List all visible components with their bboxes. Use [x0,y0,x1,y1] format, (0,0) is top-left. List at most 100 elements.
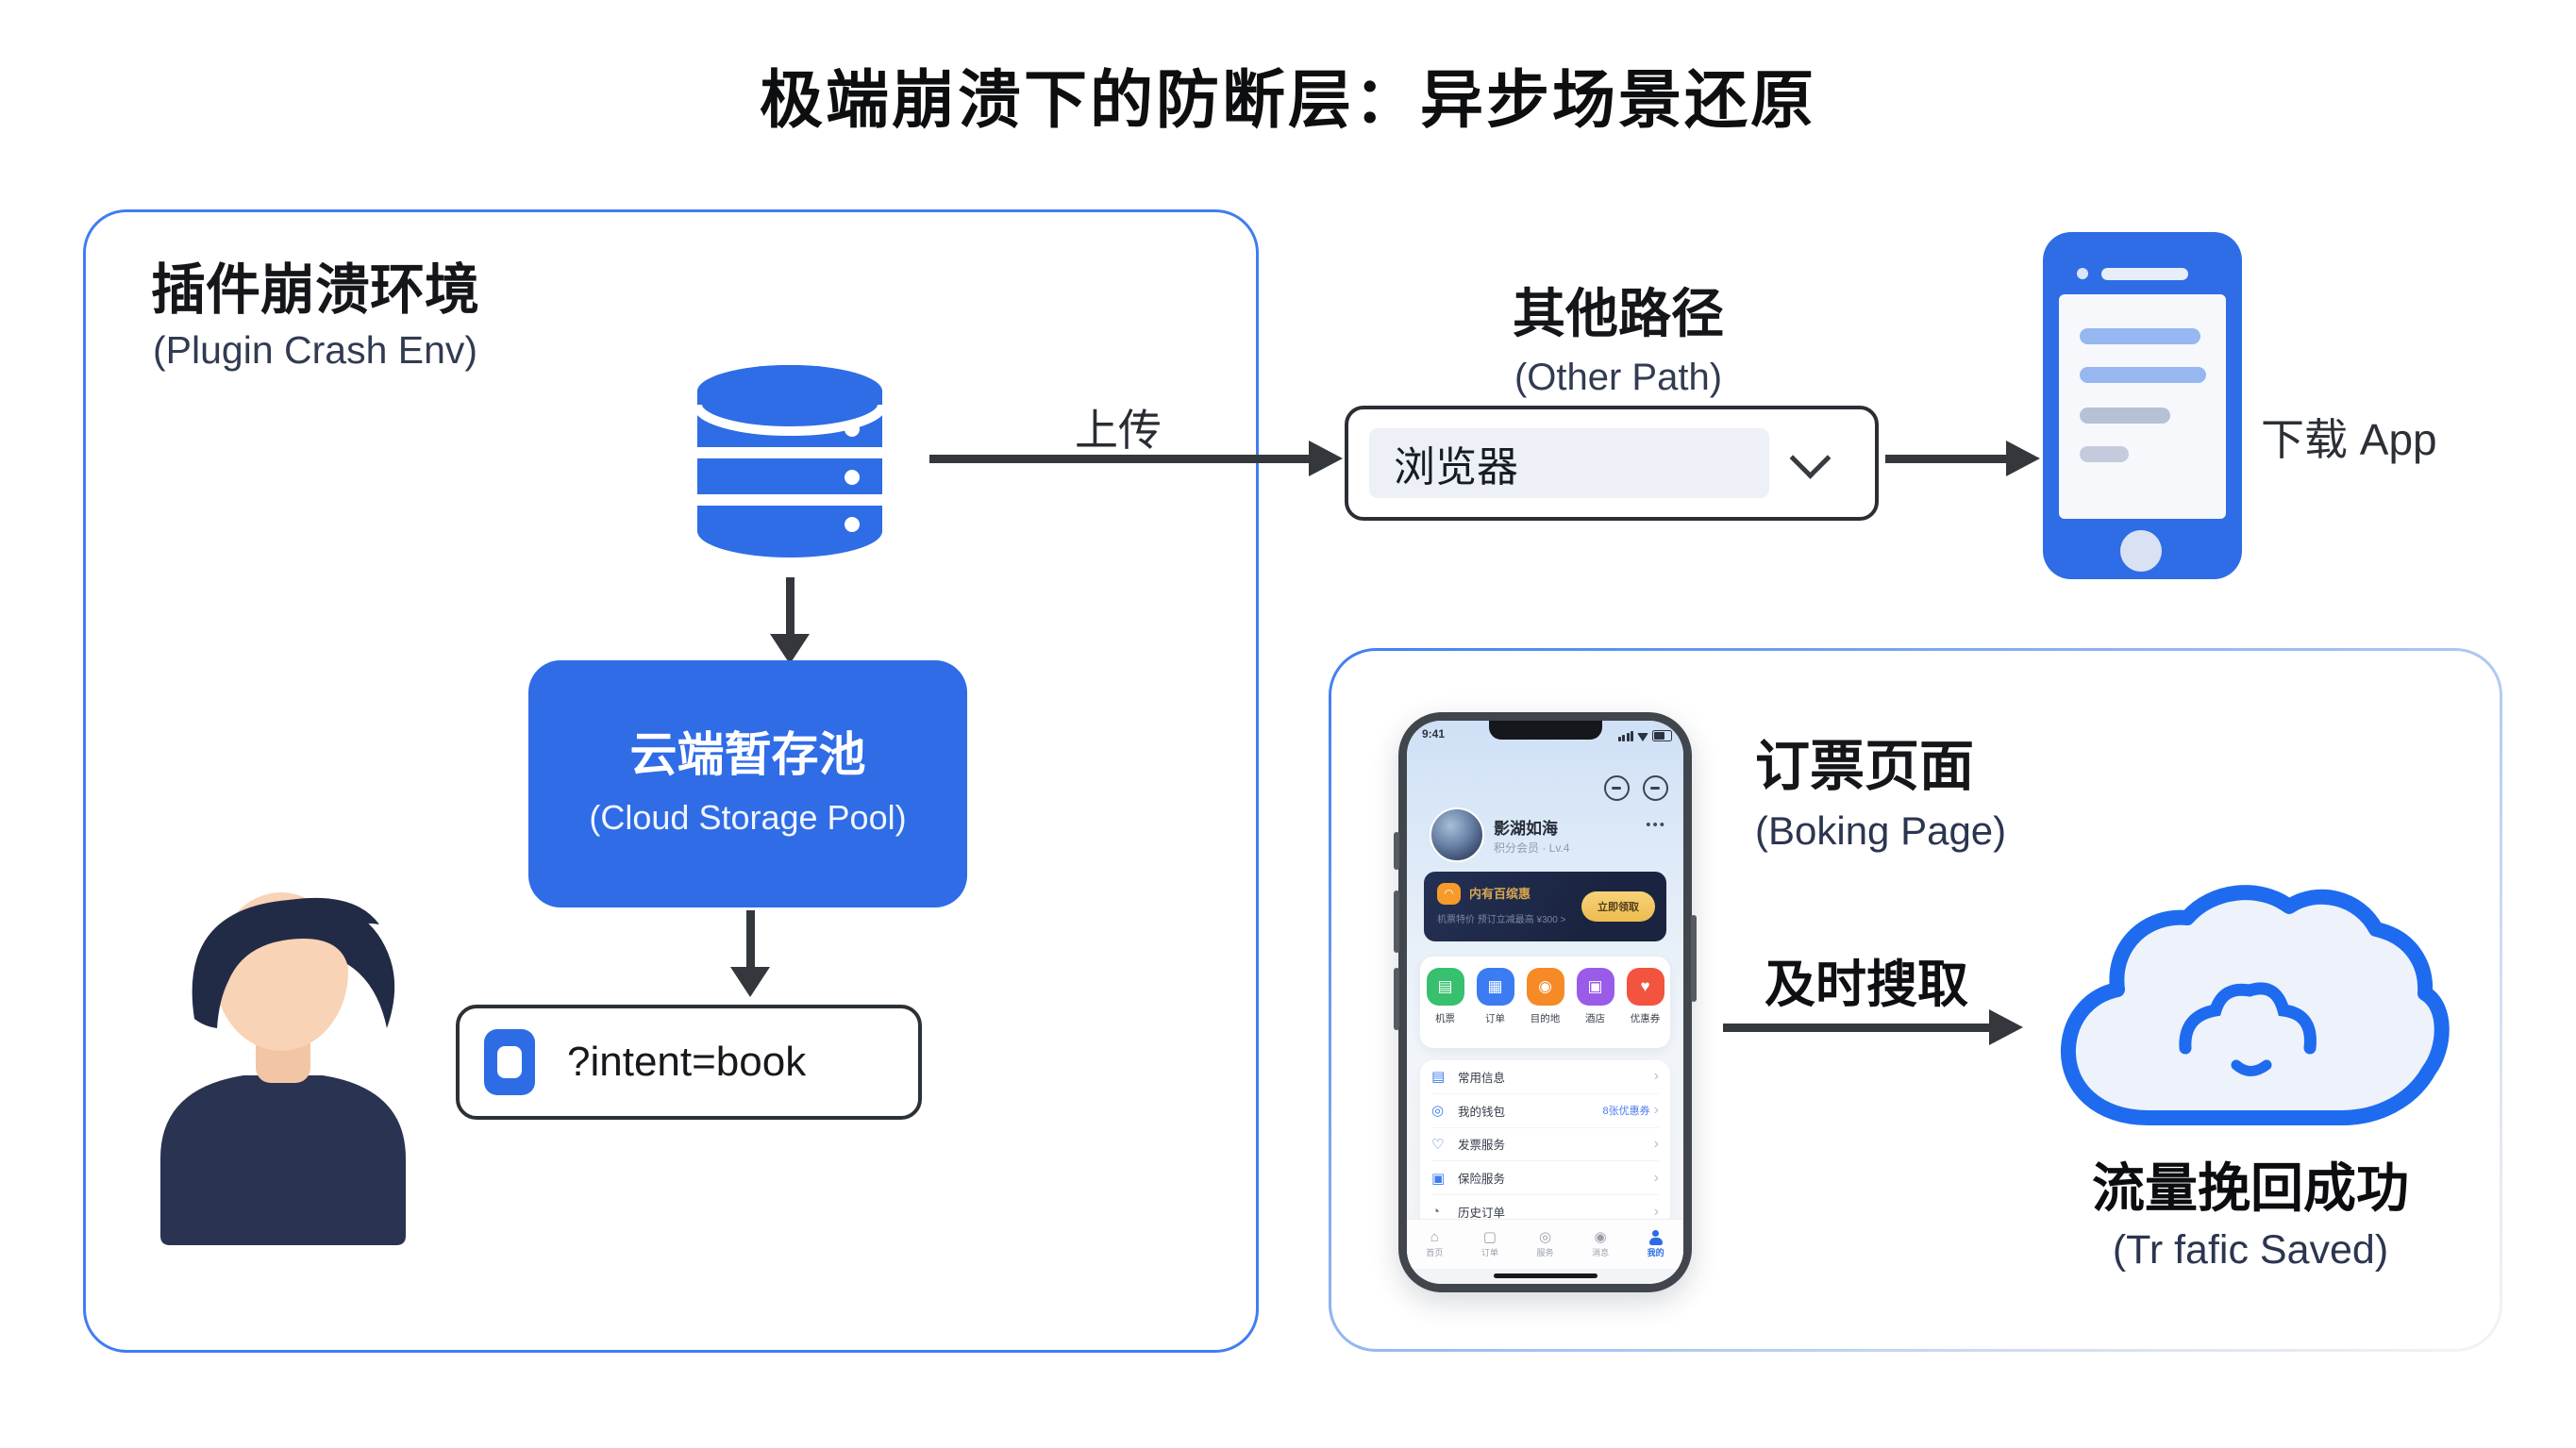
profile-name: 影湖如海 [1494,820,1558,838]
tab-profile: 我的 [1628,1220,1683,1269]
other-path-subtitle: (Other Path) [1514,357,1723,398]
booking-result-panel: 9:41 影湖如海 积分会员 · Lv.4 ••• ◠ 内有百缤惠 机票 [1329,648,2502,1352]
status-bar-time: 9:41 [1422,727,1446,741]
menu-label: 常用信息 [1458,1071,1506,1085]
menu-row: ◔ 历史订单 › [1431,1195,1659,1228]
shortcut-label: 酒店 [1585,1013,1605,1024]
app-square-icon [484,1029,535,1095]
arrow-db-to-pool [786,577,795,636]
tab-bar: ⌂ 首页 ▢ 订单 ◎ 服务 ◉ 消息 [1407,1219,1683,1269]
hotel-icon: ▣ [1576,968,1614,1006]
chevron-right-icon: › [1653,1102,1659,1119]
shortcut-label: 目的地 [1530,1013,1561,1024]
tab-home: ⌂ 首页 [1407,1220,1463,1269]
shortcut-label: 机票 [1435,1013,1455,1024]
browser-dropdown-field[interactable]: 浏览器 [1369,428,1769,498]
traffic-saved-title: 流量挽回成功 [2092,1158,2409,1218]
settings-icon [1643,775,1668,801]
user-person-illustration [132,875,434,1250]
tab-label: 我的 [1647,1248,1664,1257]
wifi-icon [1637,733,1648,741]
avatar [1430,807,1484,862]
shortcut-coupons: ♥ 优惠券 [1624,968,1667,1048]
download-app-label: 下载 App [2261,415,2437,464]
signal-icon [1617,731,1633,741]
browser-dropdown[interactable]: 浏览器 [1345,406,1879,521]
page-title: 极端崩溃下的防断层：异步场景还原 [760,65,1816,136]
screen-text-line [2080,446,2129,462]
tab-orders: ▢ 订单 [1463,1220,1518,1269]
menu-row: ♡ 发票服务 › [1431,1128,1659,1162]
arrow-phone-to-cloud [1723,1024,1989,1032]
fetch-arrow-label: 及时搜取 [1765,957,1968,1013]
phone-side-button [1394,890,1399,953]
arrow-db-to-pool-head [770,634,810,664]
menu-row: ◎ 我的钱包 8张优惠券 › [1431,1094,1659,1128]
screen-text-line [2080,367,2206,383]
destination-icon: ◉ [1526,968,1564,1006]
cloud-pool-subtitle: (Cloud Storage Pool) [589,798,907,837]
booking-app-screen: 9:41 影湖如海 积分会员 · Lv.4 ••• ◠ 内有百缤惠 机票 [1407,721,1683,1284]
menu-invoice-icon: ♡ [1431,1136,1445,1153]
phone-side-button [1394,832,1399,870]
arrow-phone-to-cloud-head [1989,1009,2023,1045]
promo-subtitle: 机票特价 预订立减最高 ¥300 > [1437,915,1566,925]
chevron-right-icon: › [1653,1068,1659,1085]
chevron-right-icon: › [1653,1169,1659,1186]
shortcut-destination: ◉ 目的地 [1524,968,1567,1048]
shortcuts-card: ▤ 机票 ▦ 订单 ◉ 目的地 ▣ 酒店 [1420,957,1670,1048]
header-actions [1604,775,1668,801]
person-icon [1648,1230,1664,1245]
screen-text-line [2080,328,2200,344]
left-panel-subtitle: (Plugin Crash Env) [153,328,478,372]
menu-wallet-icon: ◎ [1431,1103,1445,1120]
phone-side-button [1691,915,1697,1002]
messages-tab-icon: ◉ [1594,1229,1607,1245]
cloud-saved-icon [2042,867,2453,1141]
menu-label: 保险服务 [1458,1173,1506,1187]
browser-dropdown-value: 浏览器 [1394,444,1518,491]
phone-camera-dot [2077,268,2088,279]
home-icon: ⌂ [1430,1229,1439,1245]
flight-icon: ▤ [1426,968,1464,1006]
arrow-pool-to-intent [746,910,755,969]
phone-home-button [2120,530,2162,572]
phone-speaker-bar [2101,268,2188,280]
menu-link: 8张优惠券 [1602,1106,1650,1118]
menu-row: ▣ 保险服务 › [1431,1161,1659,1196]
chevron-down-icon[interactable] [1789,437,1832,479]
phone-notch [1488,721,1602,740]
support-icon [1604,775,1630,801]
menu-card: ▤ 常用信息 › ◎ 我的钱包 8张优惠券 › ♡ 发票服务 [1420,1060,1670,1228]
cloud-pool-title: 云端暂存池 [629,728,866,781]
chevron-right-icon: › [1653,1203,1659,1220]
tab-label: 服务 [1536,1248,1554,1257]
battery-icon [1652,730,1672,741]
arrow-dropdown-to-phone [1885,455,2006,463]
orders-tab-icon: ▢ [1482,1229,1497,1245]
shortcut-label: 订单 [1485,1013,1505,1024]
profile-subtitle: 积分会员 · Lv.4 [1494,841,1570,855]
promo-icon: ◠ [1437,883,1461,905]
menu-doc-icon: ▤ [1431,1069,1446,1086]
other-path-title: 其他路径 [1513,284,1724,343]
arrow-db-to-dropdown-head [1309,441,1343,476]
promo-title: 内有百缤惠 [1469,887,1531,901]
booking-app-phone-mockup: 9:41 影湖如海 积分会员 · Lv.4 ••• ◠ 内有百缤惠 机票 [1394,712,1697,1292]
status-bar-icons [1617,730,1672,741]
shortcut-hotel: ▣ 酒店 [1574,968,1617,1048]
tab-label: 订单 [1480,1248,1498,1257]
orders-icon: ▦ [1476,968,1514,1006]
phone-side-button [1394,968,1399,1030]
menu-label: 历史订单 [1458,1207,1506,1221]
cloud-storage-pool-box: 云端暂存池 (Cloud Storage Pool) [528,660,967,907]
upload-arrow-label: 上传 [1075,406,1162,455]
home-indicator [1493,1273,1597,1278]
chevron-right-icon: › [1653,1135,1659,1152]
promo-button: 立即领取 [1581,891,1655,922]
intent-url-text: ?intent=book [567,1039,807,1085]
menu-label: 发票服务 [1458,1139,1506,1153]
services-tab-icon: ◎ [1538,1229,1552,1245]
phone-icon-screen [2059,294,2226,519]
